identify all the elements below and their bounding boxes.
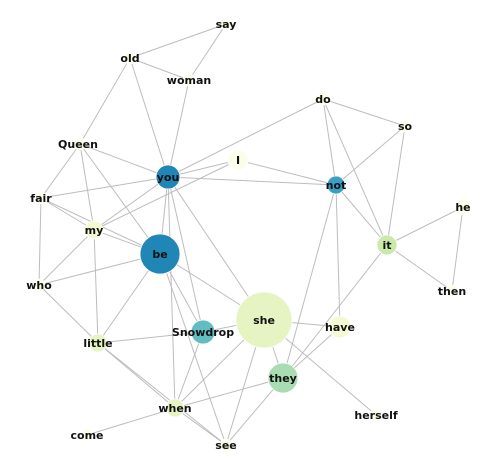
edge-do-you — [167, 98, 324, 178]
label-my: my — [85, 224, 104, 237]
node-Queen[interactable] — [73, 137, 87, 151]
edge-woman-you — [167, 79, 190, 178]
node-she[interactable] — [235, 291, 293, 349]
node-then[interactable] — [445, 284, 459, 298]
node-say[interactable] — [219, 17, 233, 31]
node-fair[interactable] — [34, 191, 48, 205]
node-layer — [32, 17, 472, 452]
node-not[interactable] — [326, 175, 346, 195]
label-when: when — [158, 402, 191, 415]
label-I: I — [236, 154, 240, 167]
edge-say-woman — [188, 23, 227, 81]
edge-old-Queen — [79, 57, 131, 145]
edge-be-see — [159, 253, 227, 446]
edge-fair-who — [38, 197, 42, 286]
edge-they-when — [174, 377, 284, 409]
edge-my-little — [93, 229, 99, 344]
node-little[interactable] — [88, 333, 108, 353]
label-fair: fair — [30, 192, 52, 205]
edge-so-not — [335, 125, 406, 186]
node-I[interactable] — [227, 149, 249, 171]
label-you: you — [157, 171, 180, 184]
edge-you-when — [167, 176, 176, 409]
label-he: he — [455, 201, 470, 214]
edge-Queen-my — [79, 143, 95, 231]
edge-you-Snowdrop — [167, 176, 204, 333]
edge-not-I — [237, 159, 337, 186]
edge-Queen-be — [79, 143, 161, 255]
edge-it-they — [282, 244, 388, 379]
node-do[interactable] — [316, 92, 330, 106]
node-when[interactable] — [165, 398, 185, 418]
edge-he-it — [386, 206, 464, 246]
edge-when-see — [174, 407, 227, 446]
node-my[interactable] — [84, 220, 104, 240]
label-herself: herself — [354, 409, 397, 422]
edge-little-see — [97, 342, 227, 446]
edge-not-they — [282, 184, 337, 379]
edge-Queen-you — [79, 143, 169, 178]
node-see[interactable] — [219, 438, 233, 452]
edge-old-woman — [129, 57, 190, 81]
node-old[interactable] — [123, 51, 137, 65]
edge-who-little — [38, 284, 99, 344]
edge-say-old — [129, 23, 227, 59]
label-not: not — [326, 179, 347, 192]
edge-my-who — [38, 229, 95, 286]
edge-you-my — [93, 176, 169, 231]
label-see: see — [215, 439, 236, 452]
edge-so-it — [386, 125, 406, 246]
edge-you-she — [167, 176, 265, 321]
edge-not-have — [335, 184, 341, 328]
label-it: it — [382, 239, 391, 252]
edge-do-not — [322, 98, 337, 186]
edge-it-then — [386, 244, 453, 292]
label-say: say — [216, 18, 237, 31]
label-be: be — [152, 248, 167, 261]
node-they[interactable] — [267, 362, 299, 394]
node-so[interactable] — [398, 119, 412, 133]
edge-fair-my — [40, 197, 95, 231]
node-it[interactable] — [376, 234, 398, 256]
edge-Snowdrop-when — [174, 331, 204, 409]
node-herself[interactable] — [369, 408, 383, 422]
edge-layer — [38, 23, 464, 446]
label-who: who — [26, 279, 52, 292]
node-have[interactable] — [328, 315, 352, 339]
node-be[interactable] — [139, 233, 181, 275]
node-who[interactable] — [32, 278, 46, 292]
label-do: do — [315, 93, 331, 106]
edge-when-come — [86, 407, 176, 436]
label-little: little — [83, 337, 112, 350]
edge-do-so — [322, 98, 406, 127]
label-come: come — [71, 429, 104, 442]
node-Snowdrop[interactable] — [190, 319, 216, 345]
label-then: then — [438, 285, 466, 298]
edge-you-fair — [40, 176, 169, 199]
label-she: she — [253, 314, 275, 327]
label-Snowdrop: Snowdrop — [172, 326, 234, 339]
node-woman[interactable] — [182, 73, 196, 87]
label-so: so — [398, 120, 413, 133]
label-woman: woman — [167, 74, 211, 87]
node-he[interactable] — [454, 198, 472, 216]
edge-you-not — [167, 176, 337, 186]
label-have: have — [325, 321, 355, 334]
edge-Queen-fair — [40, 143, 81, 199]
node-come[interactable] — [80, 428, 94, 442]
edge-not-it — [335, 184, 388, 246]
node-you[interactable] — [155, 164, 181, 190]
edge-be-who — [38, 253, 161, 286]
label-old: old — [120, 52, 139, 65]
edge-old-you — [129, 57, 169, 178]
edge-he-then — [451, 206, 464, 292]
edge-do-it — [322, 98, 388, 246]
label-Queen: Queen — [58, 138, 98, 151]
label-they: they — [269, 372, 297, 385]
edge-little-Snowdrop — [97, 331, 204, 344]
